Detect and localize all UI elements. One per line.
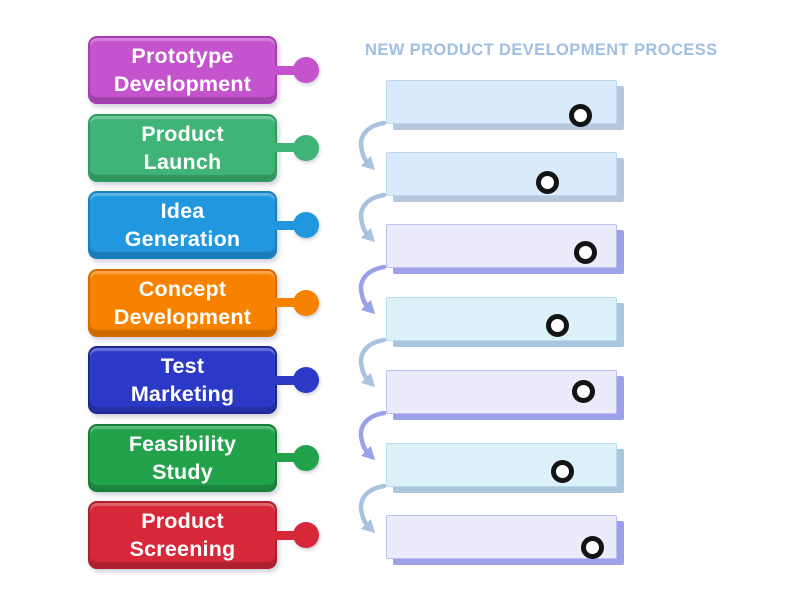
connector-dot[interactable] (293, 367, 319, 393)
connector-stub (273, 220, 307, 230)
keyword-line-2: Study (152, 459, 213, 484)
answer-slot-4[interactable] (386, 297, 617, 341)
keyword-line-2: Screening (129, 537, 236, 561)
keyword-line-1: Product (141, 509, 224, 533)
connector-stub (273, 375, 307, 385)
flow-arrow-icon (358, 337, 387, 388)
match-target-ring[interactable] (536, 171, 559, 194)
flow-arrow-icon (358, 264, 387, 315)
connector-dot[interactable] (293, 444, 319, 471)
flow-arrow-icon (358, 192, 387, 243)
connector-dot[interactable] (293, 289, 319, 316)
answer-slot-1[interactable] (386, 80, 617, 127)
match-target-ring[interactable] (572, 380, 595, 403)
answer-slot-7[interactable] (386, 515, 617, 559)
keyword-line-2: Generation (124, 227, 241, 251)
match-target-ring[interactable] (551, 460, 574, 483)
flow-arrow-icon (358, 483, 387, 534)
match-target-ring[interactable] (581, 536, 604, 559)
match-target-ring[interactable] (574, 241, 597, 264)
keyword-line-1: Prototype (131, 44, 234, 68)
connector-dot[interactable] (293, 522, 319, 548)
answer-slot-3[interactable] (386, 224, 617, 268)
keyword-line-2: Development (113, 304, 252, 329)
match-target-ring[interactable] (546, 314, 569, 337)
connector-dot[interactable] (293, 57, 319, 83)
keyword-line-2: Launch (143, 149, 222, 174)
connector-stub (273, 453, 307, 462)
flow-arrow-icon (358, 120, 387, 171)
keyword-line-1: Product (141, 121, 224, 146)
keyword-line-2: Marketing (130, 382, 235, 406)
match-target-ring[interactable] (569, 104, 592, 127)
keyword-line-1: Feasibility (128, 431, 237, 456)
keyword-line-2: Development (113, 72, 252, 96)
connector-stub (273, 530, 307, 540)
flow-arrow-icon (358, 410, 387, 461)
answer-slot-6[interactable] (386, 443, 617, 487)
connector-dot[interactable] (293, 212, 319, 238)
activity-title: NEW PRODUCT DEVELOPMENT PROCESS (365, 41, 718, 59)
connector-dot[interactable] (293, 134, 319, 161)
connector-stub (273, 65, 307, 75)
keyword-line-1: Test (160, 354, 205, 378)
keyword-line-1: Concept (138, 276, 227, 301)
connector-stub (273, 143, 307, 152)
answer-slot-2[interactable] (386, 152, 617, 196)
answer-slot-5[interactable] (386, 370, 617, 414)
keyword-line-1: Idea (160, 199, 205, 223)
connector-stub (273, 298, 307, 307)
